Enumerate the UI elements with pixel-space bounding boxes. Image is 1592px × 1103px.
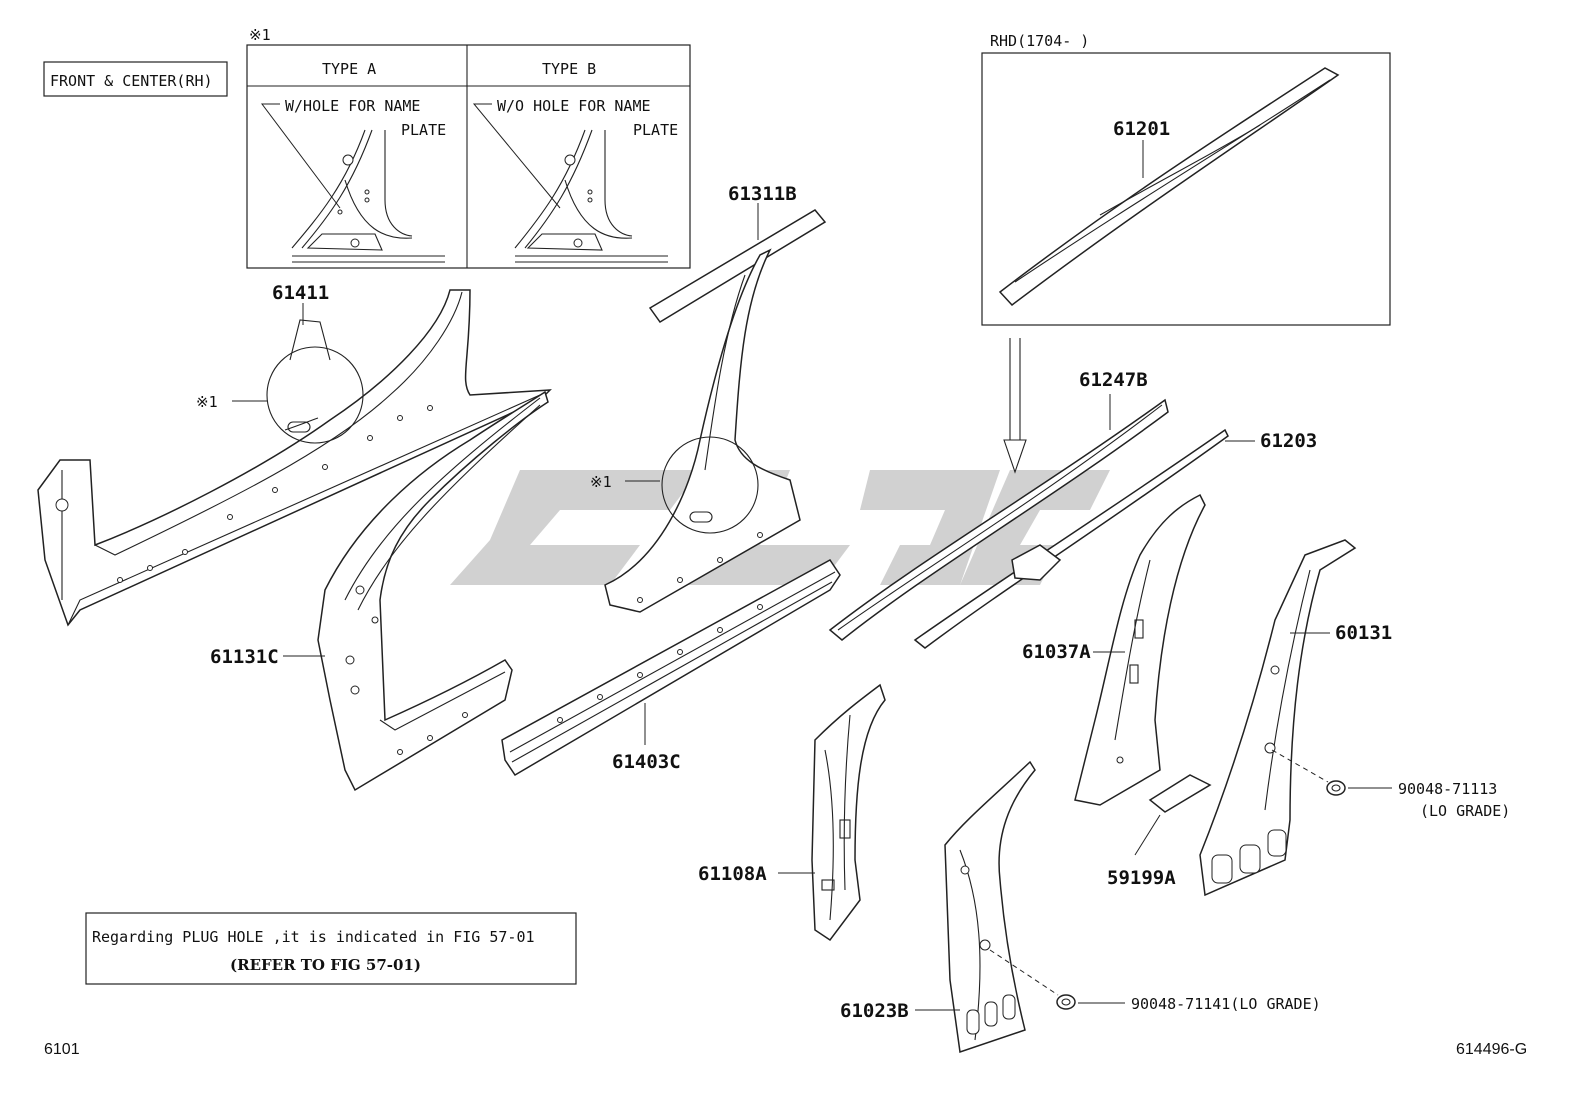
part-61023B: 61023B xyxy=(840,1000,909,1022)
part-assembly-90048-71113: 90048-71113 (LO GRADE) xyxy=(1271,749,1510,820)
diagram-id: 614496-G xyxy=(1456,1041,1527,1058)
type-b-line2: PLATE xyxy=(633,121,678,139)
type-a-line2: PLATE xyxy=(401,121,446,139)
part-assembly-59199A: 59199A xyxy=(1107,774,1212,889)
part-60131: 60131 xyxy=(1335,622,1392,644)
type-a-title: TYPE A xyxy=(322,60,376,78)
part-assembly-61131C: 61131C xyxy=(210,390,549,792)
plug-note-line2: (REFER TO FIG 57-01) xyxy=(230,956,421,974)
part-61403C: 61403C xyxy=(612,751,681,773)
roof-rail-61201 xyxy=(998,67,1340,307)
part-assembly-60131: 60131 xyxy=(1199,539,1392,897)
detail-circle-a xyxy=(266,346,364,444)
part-assembly-61403C: 61403C xyxy=(501,559,841,777)
rocker-holes xyxy=(557,604,763,723)
part-assembly-61411: 61411 ※1 xyxy=(37,282,552,627)
sill-holes-a xyxy=(117,405,433,583)
part-61131C: 61131C xyxy=(210,646,279,668)
plug-hole-note: Regarding PLUG HOLE ,it is indicated in … xyxy=(85,912,577,985)
part-61201: 61201 xyxy=(1113,118,1170,140)
sill-holes-b xyxy=(345,585,468,755)
part-61411: 61411 xyxy=(272,282,329,304)
plug-note-line1: Regarding PLUG HOLE ,it is indicated in … xyxy=(92,928,535,946)
part-90048-71113: 90048-71113 xyxy=(1398,780,1497,798)
part-61037A: 61037A xyxy=(1022,641,1091,663)
part-assembly-61311B: 61311B ※1 xyxy=(590,183,827,613)
part-assembly-61247B: 61247B xyxy=(828,369,1169,641)
part-90048-71113-note: (LO GRADE) xyxy=(1420,802,1510,820)
part-61108A: 61108A xyxy=(698,863,767,885)
part-61247B: 61247B xyxy=(1079,369,1148,391)
type-a-sketch xyxy=(261,103,445,263)
figure-code: 6101 xyxy=(44,1041,80,1058)
part-assembly-61037A: 61037A xyxy=(1022,493,1206,806)
inset-types-table: ※1 TYPE A TYPE B W/HOLE FOR NAME PLATE W… xyxy=(246,26,691,269)
rhd-inset: RHD(1704- ) 61201 xyxy=(981,32,1391,326)
note-mark-b: ※1 xyxy=(590,473,612,491)
inset-note-mark: ※1 xyxy=(249,26,271,44)
part-61311B: 61311B xyxy=(728,183,797,205)
part-61203: 61203 xyxy=(1260,430,1317,452)
sill-holes-c xyxy=(637,532,763,603)
type-a-line1: W/HOLE FOR NAME xyxy=(285,97,420,115)
detail-circle-b xyxy=(661,436,759,534)
inset-arrow xyxy=(1003,338,1027,474)
part-assembly-90048-71141: 90048-71141(LO GRADE) xyxy=(989,949,1321,1013)
part-assembly-61203: 61203 xyxy=(913,428,1317,649)
part-59199A: 59199A xyxy=(1107,867,1176,889)
header-label-box: FRONT & CENTER(RH) xyxy=(43,61,228,97)
type-b-line1: W/O HOLE FOR NAME xyxy=(497,97,651,115)
rhd-label: RHD(1704- ) xyxy=(990,32,1089,50)
type-b-title: TYPE B xyxy=(542,60,596,78)
note-mark-a: ※1 xyxy=(196,393,218,411)
part-assembly-61023B: 61023B xyxy=(840,760,1036,1054)
part-assembly-61108A: 61108A xyxy=(698,683,886,942)
part-90048-71141: 90048-71141(LO GRADE) xyxy=(1131,995,1321,1013)
header-label: FRONT & CENTER(RH) xyxy=(50,72,213,90)
type-b-sketch xyxy=(472,103,668,263)
